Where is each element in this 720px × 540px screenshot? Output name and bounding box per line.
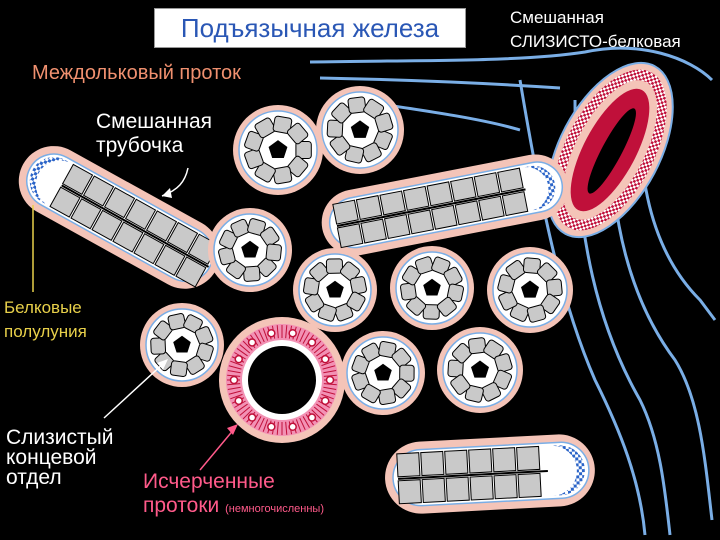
mucous-end-piece-label: Слизистый концевой отдел	[6, 426, 114, 489]
acinus	[293, 248, 377, 332]
acinus	[233, 105, 323, 195]
mixed-duct-ellipse	[546, 61, 674, 239]
interlobular-duct-label: Междольковый проток	[32, 62, 241, 84]
mixed-tubule-left	[18, 146, 220, 289]
mixed-tubule-label: Смешанная трубочка	[96, 110, 213, 157]
striated-ducts-label: Исчерченные протоки (немногочисленны)	[143, 470, 324, 521]
mixed-tubule-right-lower	[385, 434, 595, 514]
serous-demilunes-label: Белковые полулуния	[4, 298, 87, 341]
striated-label-note: (немногочисленны)	[225, 503, 324, 515]
mixed-duct-label: Смешанная СЛИЗИСТО-белковая	[510, 8, 681, 51]
striated-label-line1: Исчерченные	[143, 470, 275, 493]
striated-label-line2: протоки	[143, 494, 220, 517]
acini-cross-sections	[140, 86, 573, 415]
acinus	[437, 327, 523, 413]
striated-duct	[219, 317, 345, 443]
acinus	[487, 247, 573, 333]
acinus	[341, 331, 425, 415]
striated-label-line2-wrap: протоки (немногочисленны)	[143, 494, 324, 521]
title-box: Подъязычная железа	[154, 8, 466, 48]
page-title: Подъязычная железа	[180, 12, 440, 43]
acinus	[390, 246, 474, 330]
acinus	[316, 86, 404, 174]
mixed-tubule-right-upper	[321, 154, 569, 256]
arrows	[32, 167, 238, 471]
acinus	[208, 208, 292, 292]
